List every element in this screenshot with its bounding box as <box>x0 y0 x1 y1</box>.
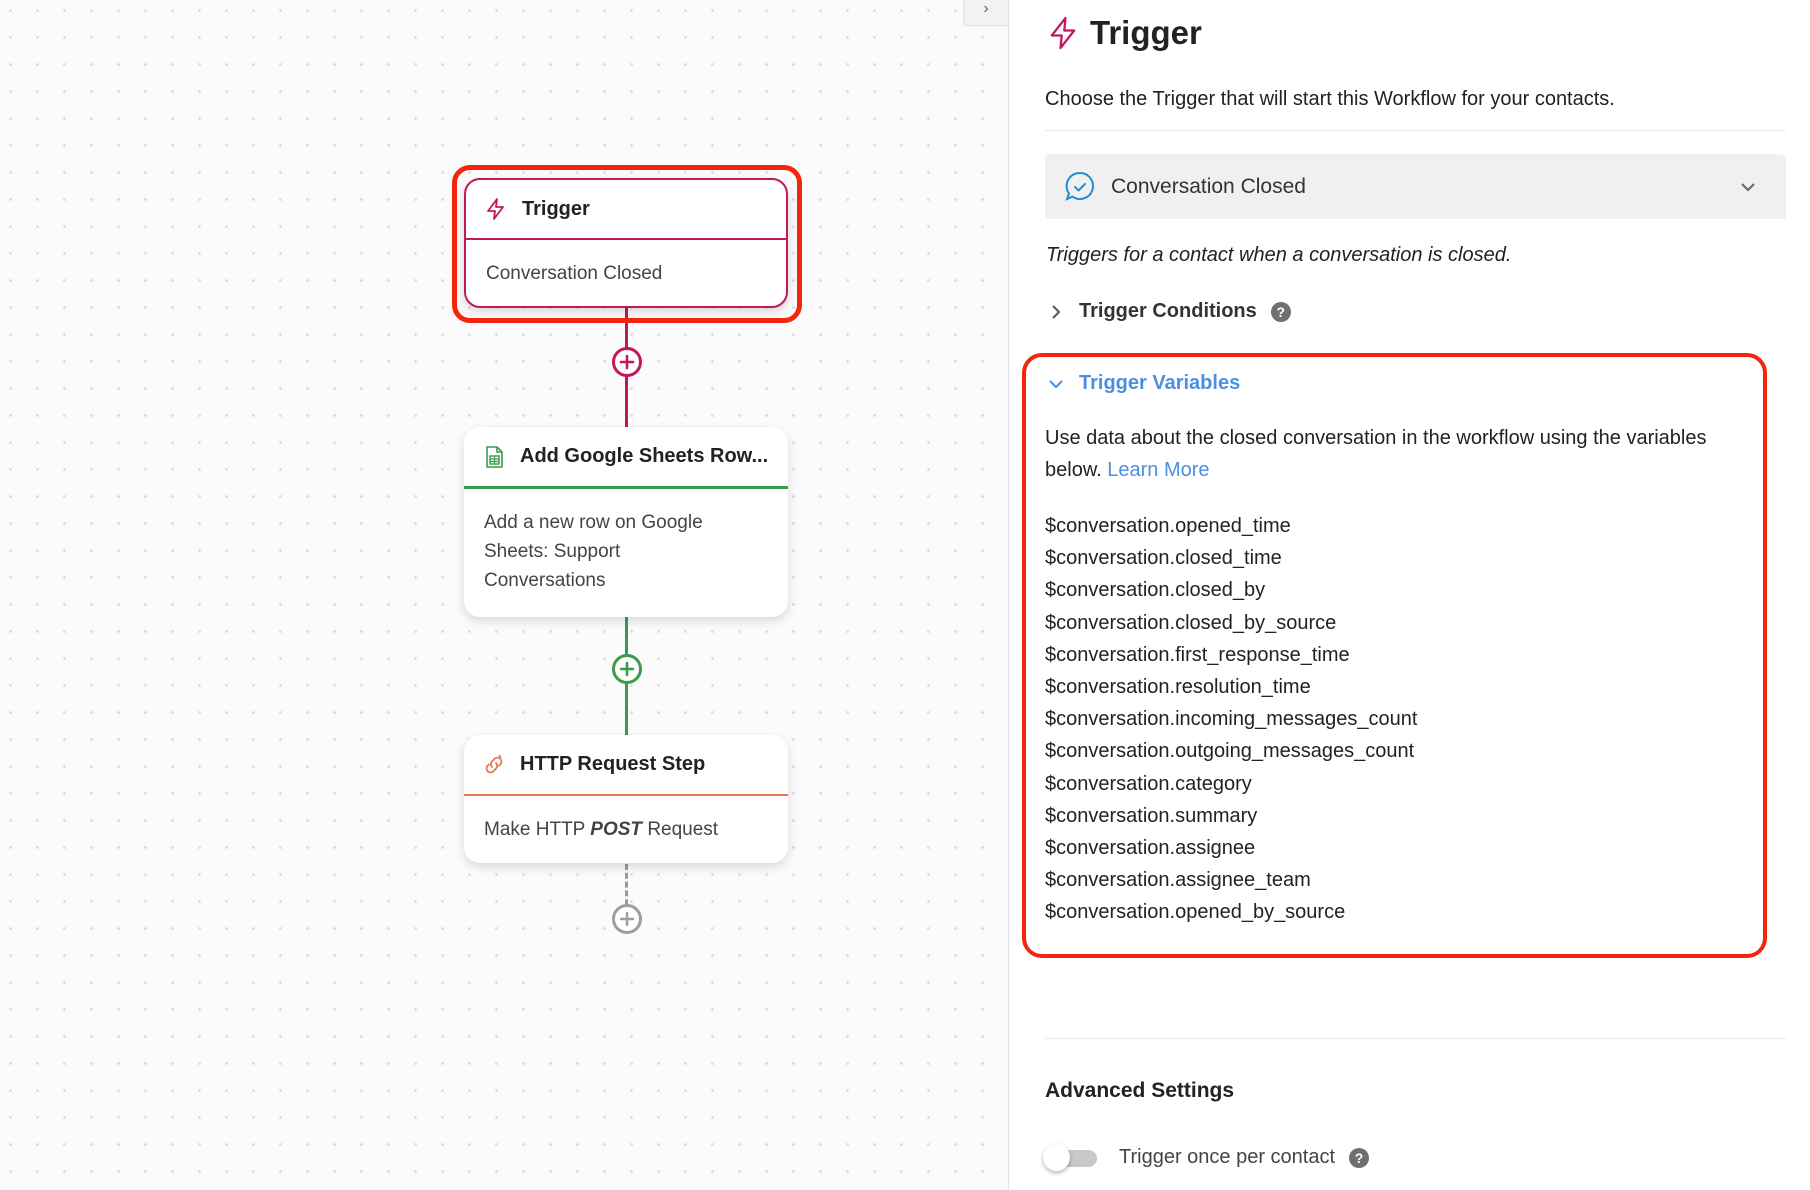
google-sheets-node[interactable]: Add Google Sheets Row... Add a new row o… <box>464 427 788 617</box>
chevron-down-icon <box>1047 375 1065 393</box>
http-link-icon <box>482 753 506 777</box>
variables-description-text: Use data about the closed conversation i… <box>1045 427 1707 481</box>
learn-more-link[interactable]: Learn More <box>1107 459 1210 481</box>
variable-item: $conversation.assignee_team <box>1045 869 1311 892</box>
node-title: HTTP Request Step <box>520 753 706 775</box>
variable-item: $conversation.summary <box>1045 804 1258 827</box>
trigger-select-value: Conversation Closed <box>1111 174 1306 198</box>
plus-circle-icon <box>619 661 635 677</box>
chevron-right-icon <box>1047 303 1065 321</box>
workflow-canvas[interactable]: › Trigger Conversation Closed Add Google… <box>0 0 1009 1190</box>
chevron-right-icon: › <box>983 0 989 17</box>
variable-item: $conversation.category <box>1045 772 1252 795</box>
trigger-conditions-label: Trigger Conditions <box>1079 300 1257 322</box>
node-body-suffix: Request <box>647 819 719 840</box>
lightning-icon <box>1048 15 1078 51</box>
toggle-knob <box>1043 1143 1070 1171</box>
http-method: POST <box>590 819 643 840</box>
trigger-once-label: Trigger once per contact <box>1119 1146 1336 1168</box>
node-body: Add a new row on Google Sheets: Support … <box>484 512 703 591</box>
panel-title-text: Trigger <box>1090 14 1202 51</box>
variable-item: $conversation.outgoing_messages_count <box>1045 740 1415 763</box>
variable-item: $conversation.first_response_time <box>1045 643 1350 666</box>
variable-item: $conversation.assignee <box>1045 837 1256 860</box>
variables-list: $conversation.opened_time $conversation.… <box>1045 510 1417 929</box>
plus-circle-icon <box>619 911 635 927</box>
node-title: Add Google Sheets Row... <box>520 445 769 467</box>
variable-item: $conversation.closed_time <box>1045 547 1282 570</box>
trigger-variables-toggle[interactable]: Trigger Variables <box>1047 372 1240 395</box>
google-sheets-icon <box>482 445 506 469</box>
connector-line-dashed <box>625 864 628 914</box>
collapse-panel-button[interactable]: › <box>963 0 1009 26</box>
node-body: Make HTTP POST Request <box>464 796 788 863</box>
advanced-settings-title: Advanced Settings <box>1045 1079 1235 1102</box>
divider <box>1045 130 1786 131</box>
http-request-node[interactable]: HTTP Request Step Make HTTP POST Request <box>464 735 788 863</box>
node-header: Trigger <box>466 180 786 240</box>
add-step-button[interactable] <box>612 347 642 377</box>
trigger-once-setting: Trigger once per contact ? <box>1043 1143 1370 1171</box>
variable-item: $conversation.closed_by <box>1045 579 1266 602</box>
chat-check-icon <box>1063 170 1097 204</box>
trigger-variables-description: Use data about the closed conversation i… <box>1045 422 1750 486</box>
node-header: HTTP Request Step <box>464 735 788 796</box>
node-title: Trigger <box>522 197 590 220</box>
trigger-variables-label: Trigger Variables <box>1079 372 1241 394</box>
trigger-select[interactable]: Conversation Closed <box>1045 154 1786 219</box>
variable-item: $conversation.resolution_time <box>1045 676 1311 699</box>
variable-item: $conversation.closed_by_source <box>1045 611 1337 634</box>
node-body: Conversation Closed <box>486 263 663 284</box>
help-icon[interactable]: ? <box>1270 301 1291 322</box>
trigger-conditions-toggle[interactable]: Trigger Conditions ? <box>1047 300 1291 323</box>
plus-circle-icon <box>619 354 635 370</box>
add-step-button[interactable] <box>612 654 642 684</box>
panel-title: Trigger <box>1048 14 1202 52</box>
panel-description: Choose the Trigger that will start this … <box>1045 88 1615 110</box>
divider <box>1045 1038 1786 1039</box>
add-step-button[interactable] <box>612 904 642 934</box>
trigger-node[interactable]: Trigger Conversation Closed <box>464 178 788 308</box>
node-header: Add Google Sheets Row... <box>464 427 788 489</box>
node-body-prefix: Make HTTP <box>484 819 586 840</box>
trigger-description: Triggers for a contact when a conversati… <box>1046 244 1512 266</box>
variable-item: $conversation.incoming_messages_count <box>1045 708 1418 731</box>
variable-item: $conversation.opened_time <box>1045 515 1291 537</box>
variable-item: $conversation.opened_by_source <box>1045 901 1346 924</box>
trigger-once-toggle[interactable] <box>1043 1143 1099 1171</box>
help-icon[interactable]: ? <box>1349 1147 1370 1168</box>
lightning-icon <box>484 197 508 221</box>
chevron-down-icon <box>1738 177 1758 197</box>
